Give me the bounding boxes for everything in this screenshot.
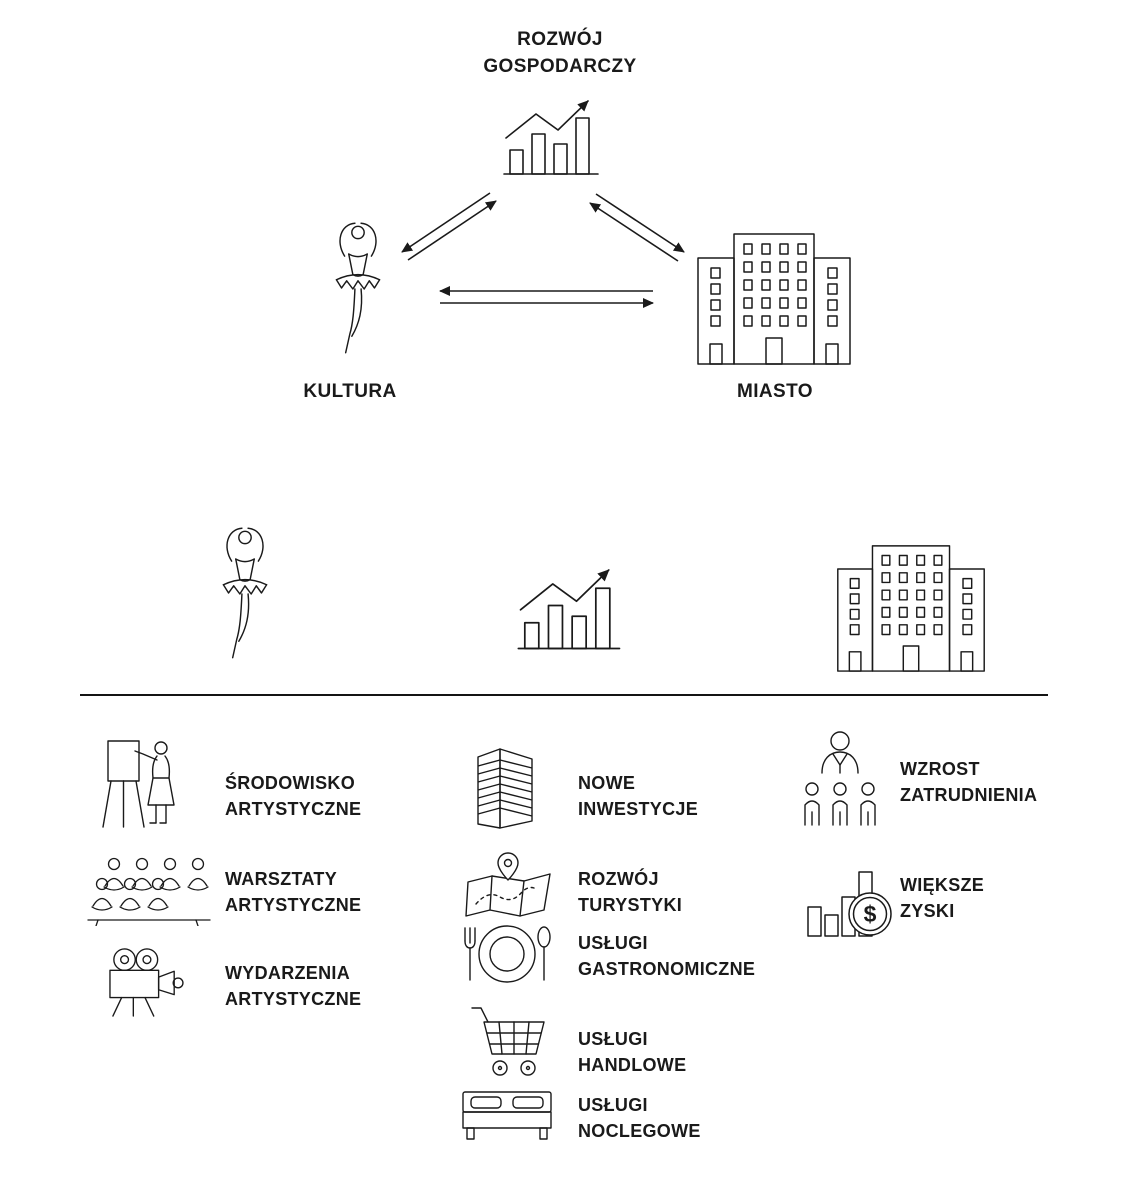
legend-item-label-line2: ARTYSTYCZNE [225, 989, 362, 1009]
legend-item-label: WYDARZENIA ARTYSTYCZNE [225, 960, 361, 1012]
map-pin-icon [462, 850, 554, 920]
legend-item-label: USŁUGI NOCLEGOWE [578, 1092, 701, 1144]
legend-item-label-line1: WARSZTATY [225, 869, 338, 889]
legend-item-label: USŁUGI HANDLOWE [578, 1026, 686, 1078]
legend-item-label-line1: NOWE [578, 773, 636, 793]
legend-item-label: ŚRODOWISKO ARTYSTYCZNE [225, 770, 361, 822]
legend-item-label: USŁUGI GASTRONOMICZNE [578, 930, 755, 982]
city-building-icon [688, 230, 860, 366]
legend-item-label-line2: ARTYSTYCZNE [225, 799, 362, 819]
legend-item-label: WARSZTATY ARTYSTYCZNE [225, 866, 361, 918]
profit-coin-icon: $ [804, 850, 894, 940]
legend-item-label: ROZWÓJ TURYSTYKI [578, 866, 682, 918]
legend-item-label: WZROST ZATRUDNIENIA [900, 756, 1037, 808]
legend-item-label-line2: INWESTYCJE [578, 799, 699, 819]
legend-item-label-line1: WYDARZENIA [225, 963, 350, 983]
legend-item-label-line2: GASTRONOMICZNE [578, 959, 756, 979]
legend-item-label: NOWE INWESTYCJE [578, 770, 698, 822]
city-building-icon [828, 542, 994, 673]
legend-item-label-line2: ZATRUDNIENIA [900, 785, 1038, 805]
legend-item-label-line1: USŁUGI [578, 1029, 648, 1049]
legend-item-label-line2: NOCLEGOWE [578, 1121, 701, 1141]
legend-item-label-line1: ROZWÓJ [578, 869, 659, 889]
legend-item-label-line1: USŁUGI [578, 933, 648, 953]
left-node-label: KULTURA [303, 381, 397, 402]
right-node-label: MIASTO [737, 381, 813, 402]
legend-item-label-line1: ŚRODOWISKO [225, 773, 356, 793]
top-node-label-line1: ROZWÓJ [517, 29, 603, 50]
shopping-cart-icon [466, 1002, 552, 1082]
section-divider [80, 694, 1048, 696]
top-node-label: ROZWÓJ GOSPODARCZY [440, 26, 680, 80]
office-tower-icon [466, 740, 546, 832]
legend-item-label-line2: TURYSTYKI [578, 895, 683, 915]
top-node-label-line2: GOSPODARCZY [483, 56, 637, 77]
legend-item-label: WIĘKSZE ZYSKI [900, 872, 984, 924]
legend-item-label-line2: HANDLOWE [578, 1055, 687, 1075]
employer-team-icon [796, 728, 884, 830]
legend-item-label-line1: USŁUGI [578, 1095, 648, 1115]
growth-chart-icon [514, 556, 626, 655]
svg-text:$: $ [864, 901, 877, 927]
growth-chart-icon [500, 88, 604, 180]
legend-item-label-line1: WZROST [900, 759, 980, 779]
legend-item-label-line2: ARTYSTYCZNE [225, 895, 362, 915]
painter-easel-icon [98, 733, 190, 833]
ballerina-icon [212, 520, 278, 668]
film-camera-icon [102, 946, 188, 1018]
workshop-audience-icon [84, 852, 216, 926]
bed-icon [458, 1090, 556, 1142]
legend-item-label-line2: ZYSKI [900, 901, 955, 921]
plate-cutlery-icon [458, 922, 556, 986]
ballerina-icon [325, 215, 391, 363]
legend-item-label-line1: WIĘKSZE [900, 875, 985, 895]
